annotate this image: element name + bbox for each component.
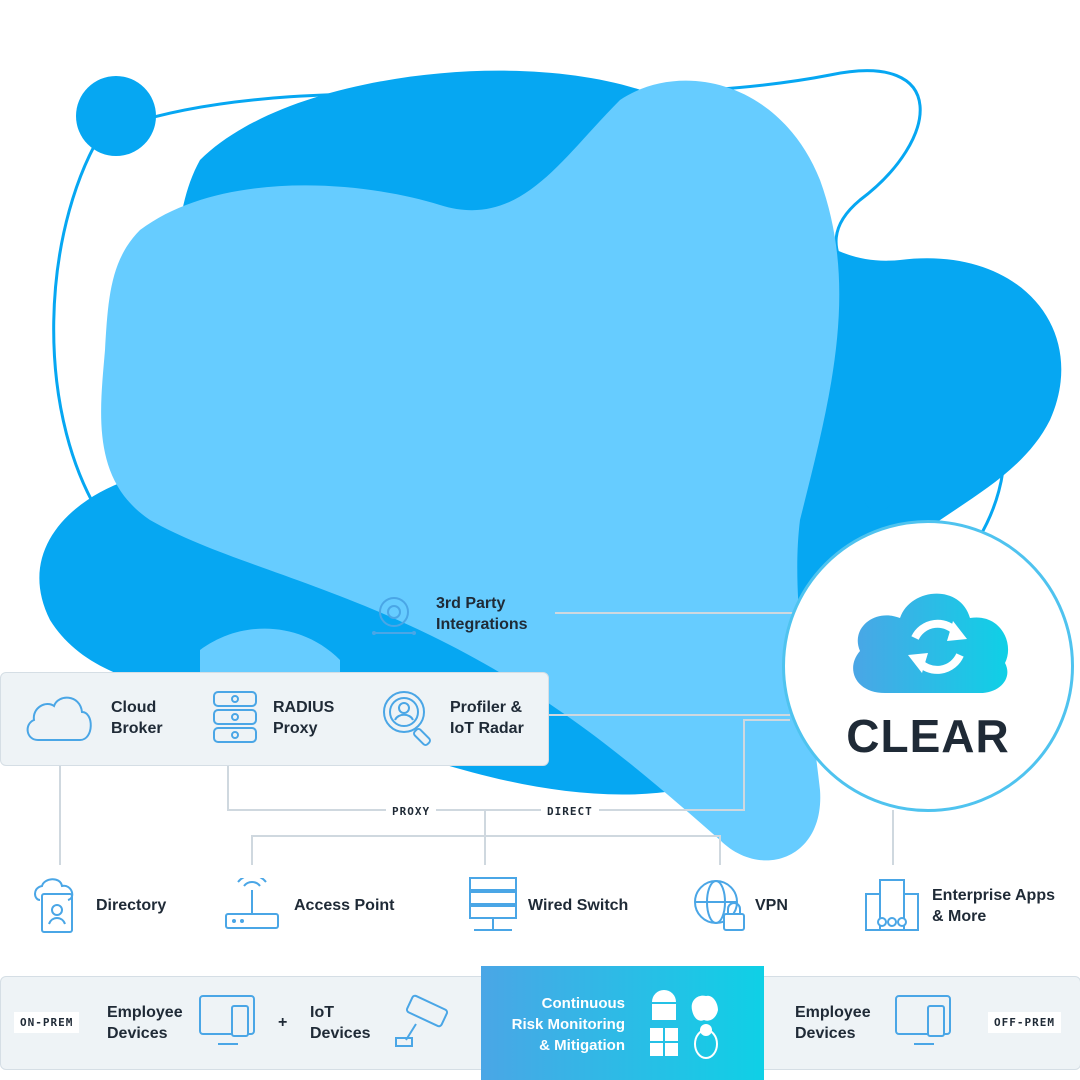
risk-monitoring-box — [481, 966, 764, 1080]
access-point-icon — [225, 878, 279, 929]
directory-label: Directory — [96, 897, 167, 914]
risk-monitoring-label: Continuous Risk Monitoring & Mitigation — [511, 995, 625, 1054]
top-services-panel — [0, 672, 549, 766]
radius-proxy-label: RADIUS Proxy — [273, 699, 335, 737]
devices-icon-right — [895, 995, 951, 1045]
wired-switch-icon — [469, 877, 517, 931]
wired-switch-label: Wired Switch — [528, 897, 629, 914]
small-circle — [76, 76, 156, 156]
integrations-label: 3rd Party Integrations — [436, 595, 528, 633]
plus-sign: + — [278, 1014, 288, 1031]
enterprise-apps-label: Enterprise Apps & More — [932, 887, 1055, 925]
direct-tag: DIRECT — [541, 801, 599, 822]
profiler-iot-radar-label: Profiler & IoT Radar — [450, 699, 524, 737]
employee-devices-left-label: Employee Devices — [107, 1004, 183, 1042]
profiler-search-icon — [383, 691, 431, 746]
clear-badge: CLEAR — [782, 520, 1074, 812]
vpn-label: VPN — [755, 897, 788, 914]
gear-chip-icon — [372, 597, 416, 635]
cloud-icon — [26, 696, 92, 741]
connector-lines — [59, 612, 894, 865]
iot-devices-label: IoT Devices — [310, 1004, 371, 1042]
brand-name: CLEAR — [846, 710, 1010, 762]
os-logos-icon — [650, 990, 718, 1059]
off-prem-tag: OFF-PREM — [988, 1012, 1061, 1033]
vpn-globe-lock-icon — [694, 880, 745, 931]
on-prem-tag: ON-PREM — [14, 1012, 80, 1033]
security-camera-icon — [395, 994, 449, 1047]
proxy-tag: PROXY — [386, 801, 437, 822]
directory-icon — [34, 878, 74, 933]
tiny-circle — [864, 483, 892, 511]
cloud-sync-icon — [853, 593, 1009, 693]
devices-icon-left — [199, 995, 255, 1045]
light-blob — [101, 80, 840, 861]
enterprise-building-icon — [865, 879, 919, 931]
cloud-broker-label: Cloud Broker — [111, 699, 163, 737]
access-point-label: Access Point — [294, 897, 395, 914]
employee-devices-right-label: Employee Devices — [795, 1004, 871, 1042]
database-icon — [213, 691, 257, 743]
